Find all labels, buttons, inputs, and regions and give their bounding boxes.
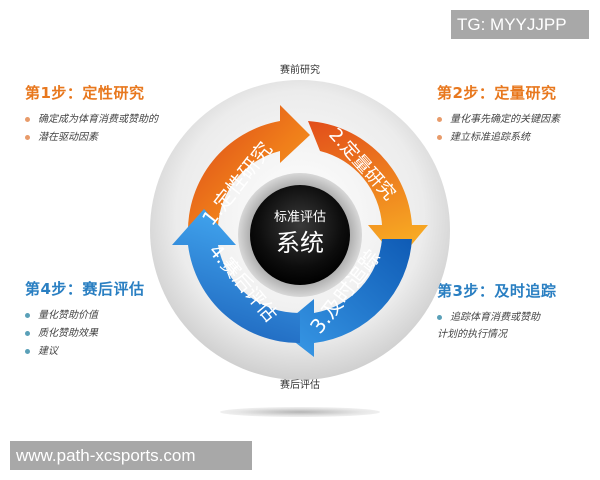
step-1-panel: 第1步：定性研究 确定成为体育消费或赞助的 潜在驱动因素: [25, 82, 158, 147]
step-1-bullets: 确定成为体育消费或赞助的 潜在驱动因素: [25, 111, 158, 147]
arc-3-arrow: [278, 239, 412, 357]
hub-label-line2: 系统: [276, 229, 324, 257]
step-3-continuation: 计划的执行情况: [437, 329, 507, 340]
step-4-title: 第4步：赛后评估: [25, 280, 145, 298]
ring-label-bottom: 赛后评估: [280, 378, 320, 391]
step-2-title: 第2步：定量研究: [437, 84, 557, 102]
arc-1-arrow: [187, 105, 310, 235]
list-item: 量化赞助价值: [25, 307, 144, 325]
diagram-shadow: [220, 407, 380, 417]
list-item: 质化赞助效果: [25, 325, 144, 343]
bullet-dot-icon: [25, 116, 30, 122]
cycle-diagram: 1.定性研究 2.定量研究 3.及时追踪 4.赛后评估 赛前研究 赛后评估 标准…: [150, 63, 450, 391]
watermark-top: TG: MYYJJPP: [451, 10, 589, 39]
ring-label-top: 赛前研究: [280, 63, 320, 76]
bullet-dot-icon: [437, 314, 442, 320]
bullet-dot-icon: [437, 134, 442, 140]
hub-label-line1: 标准评估: [274, 210, 326, 225]
step-4-panel: 第4步：赛后评估 量化赞助价值 质化赞助效果 建议: [25, 278, 144, 361]
arc-2-arrow: [308, 121, 428, 261]
list-item: 追踪体育消费或赞助: [437, 309, 556, 327]
bullet-dot-icon: [25, 330, 30, 336]
list-item: 量化事先确定的关键因素: [437, 111, 560, 129]
bullet-dot-icon: [25, 348, 30, 354]
bullet-dot-icon: [25, 312, 30, 318]
step-2-bullets: 量化事先确定的关键因素 建立标准追踪系统: [437, 111, 560, 147]
step-4-bullets: 量化赞助价值 质化赞助效果 建议: [25, 307, 144, 361]
step-3-panel: 第3步：及时追踪 追踪体育消费或赞助 计划的执行情况: [437, 280, 556, 343]
list-item: 潜在驱动因素: [25, 129, 158, 147]
step-3-title: 第3步：及时追踪: [437, 282, 557, 300]
step-3-bullets: 追踪体育消费或赞助: [437, 309, 556, 327]
arc-4-arrow: [172, 209, 300, 344]
step-2-panel: 第2步：定量研究 量化事先确定的关键因素 建立标准追踪系统: [437, 82, 560, 147]
list-item: 建议: [25, 343, 144, 361]
list-item: 建立标准追踪系统: [437, 129, 560, 147]
hub-center: [250, 185, 350, 285]
watermark-url: www.path-xcsports.com: [10, 441, 252, 470]
list-item: 确定成为体育消费或赞助的: [25, 111, 158, 129]
bullet-dot-icon: [25, 134, 30, 140]
bullet-dot-icon: [437, 116, 442, 122]
step-1-title: 第1步：定性研究: [25, 84, 145, 102]
